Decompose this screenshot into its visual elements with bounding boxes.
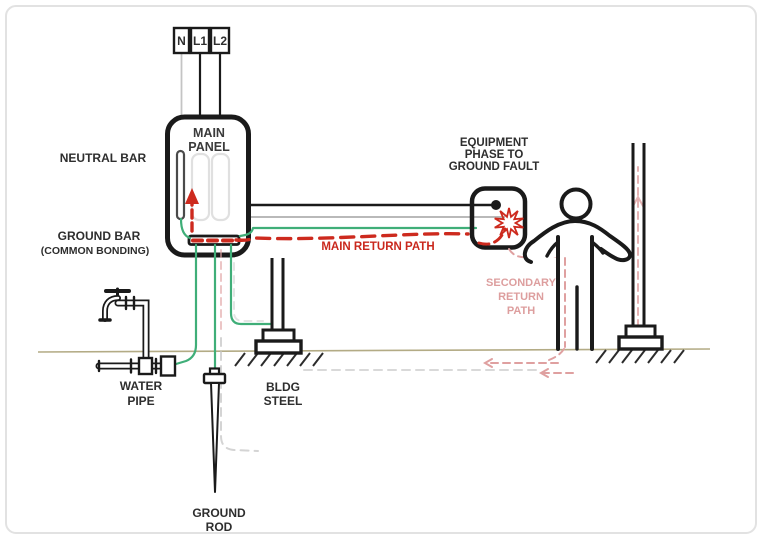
terminal-label-n: N — [177, 34, 186, 48]
main-return-path — [185, 188, 524, 246]
pipe-tee-fitting — [137, 356, 154, 376]
ground-rod-label-1: GROUND — [192, 506, 246, 520]
equipment-fault-label-2: PHASE TO — [465, 149, 524, 161]
grounding-conductors — [174, 217, 478, 375]
secondary-return-label-2: RETURN — [498, 291, 544, 303]
gec-bldg-steel — [229, 243, 274, 326]
bldg-steel-column — [254, 258, 303, 355]
hot-connection-dot — [491, 200, 501, 210]
water-pipe-label-1: WATER — [120, 379, 163, 393]
person-torso-arms — [522, 219, 633, 264]
steel-base-lower — [254, 339, 303, 355]
neutral-bar — [175, 149, 186, 221]
person-figure — [522, 187, 633, 351]
secondary-return-label-3: PATH — [507, 305, 535, 317]
rod-clamp — [202, 372, 227, 385]
service-terminals: N L1 L2 — [172, 26, 231, 115]
pipe-coupling — [159, 355, 177, 377]
main-panel: MAIN PANEL — [165, 114, 251, 258]
equipment-fault-label-3: GROUND FAULT — [449, 161, 540, 173]
main-return-dashes — [234, 232, 470, 242]
person-head — [559, 187, 593, 221]
gec-water-pipe — [174, 243, 198, 366]
terminal-box-l2 — [209, 26, 231, 55]
ground-bar-label-1: GROUND BAR — [58, 229, 141, 243]
secondary-arrow-left-2 — [538, 368, 549, 378]
person-left-inner-arm — [545, 240, 560, 258]
main-panel-title-1: MAIN — [193, 126, 225, 140]
secondary-arrow-up-column — [632, 194, 644, 207]
secondary-return-path — [220, 166, 644, 378]
panel-return-arrow-head — [185, 188, 199, 204]
bldg-steel-label-2: STEEL — [264, 394, 303, 408]
equipment-box — [469, 186, 528, 250]
water-pipe-label-2: PIPE — [127, 394, 154, 408]
breaker-slot-2 — [210, 152, 231, 222]
rod-shaft — [210, 382, 220, 493]
ground-bar-label-2: (COMMON BONDING) — [41, 245, 150, 257]
fault-spark — [494, 207, 524, 239]
bonding-jumper — [179, 217, 192, 240]
main-panel-title-2: PANEL — [188, 140, 230, 154]
main-return-path-label: MAIN RETURN PATH — [321, 241, 434, 253]
steel-column-right — [617, 143, 664, 351]
secondary-return-label-1: SECONDARY — [486, 277, 557, 289]
secondary-arrow-left-1 — [482, 358, 493, 368]
neutral-bar-label: NEUTRAL BAR — [60, 151, 147, 165]
person-right-inner-arm — [590, 240, 605, 255]
ground-rod — [202, 367, 227, 493]
terminal-box-n — [172, 26, 191, 55]
equipment-fault-label-1: EQUIPMENT — [460, 137, 528, 149]
soil-hatching-right — [595, 349, 685, 364]
underground-dashed-path — [220, 249, 537, 452]
column-base-lower — [617, 335, 664, 351]
ground-rod-label-2: ROD — [206, 520, 233, 534]
water-pipe-assembly — [95, 287, 177, 377]
fault-return-hook — [477, 227, 507, 246]
page-border — [5, 5, 757, 534]
breaker-slot-1 — [190, 152, 211, 222]
terminal-box-l1 — [189, 26, 211, 55]
terminal-label-l2: L2 — [213, 34, 227, 48]
equipment-ground-conductor — [238, 226, 478, 238]
soil-hatching-left — [234, 352, 324, 367]
bldg-steel-label-1: BLDG — [266, 380, 300, 394]
earth-line — [37, 348, 711, 353]
terminal-label-l1: L1 — [193, 34, 207, 48]
